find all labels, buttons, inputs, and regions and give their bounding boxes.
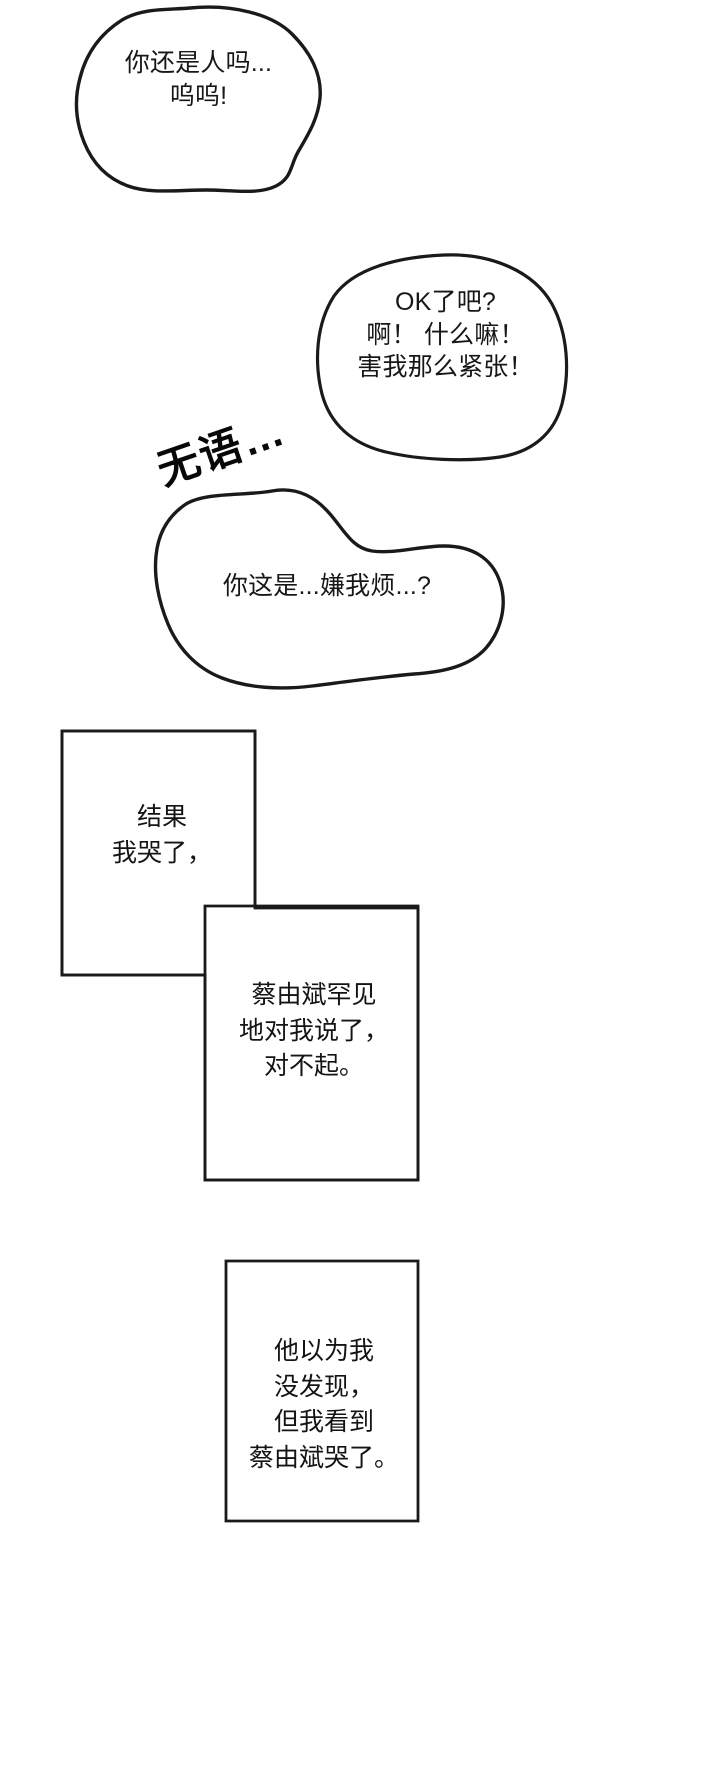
narration-box-2-text: 蔡由斌罕见 地对我说了， 对不起。 [238,981,389,1080]
narration-panel-outline-overlay [60,729,420,1182]
narration-box-1-extension-frame [62,731,418,1180]
sound-effect-wuyu: 无语… [151,406,292,494]
narration-box-3-text: 他以为我 没发现， 但我看到 蔡由斌哭了。 [248,1337,399,1472]
narration-panel-seam-mask [208,909,252,972]
speech-bubble-2-text: OK了吧? 啊！ 什么嘛！ 害我那么紧张！ [357,288,534,381]
narration-box-1-text: 结果 我哭了， [111,803,212,867]
speech-bubble-3-text: 你这是...嫌我烦...? [222,572,432,600]
speech-bubble-1-text: 你还是人吗... 呜呜! [124,49,273,110]
